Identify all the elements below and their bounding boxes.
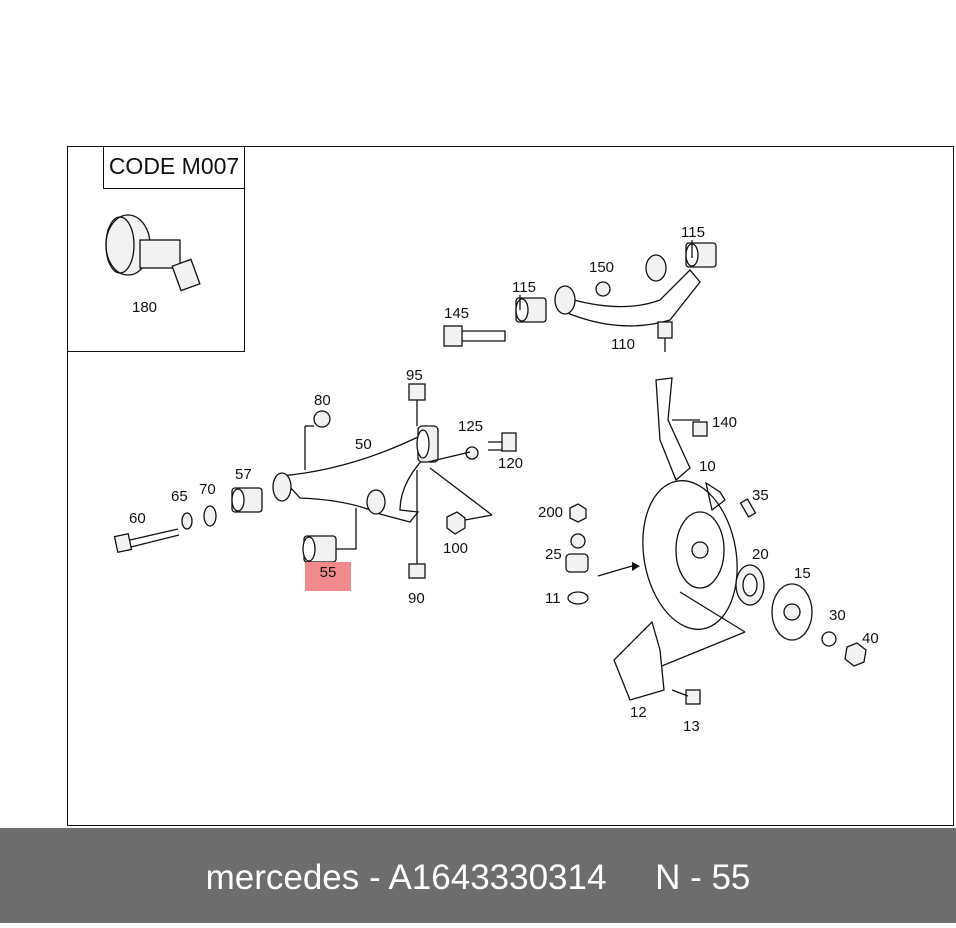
callout-150: 150 (589, 259, 614, 276)
callout-13: 13 (683, 718, 700, 735)
cv-joint-drawing (105, 214, 201, 292)
callout-95: 95 (406, 367, 423, 384)
callout-10: 10 (699, 458, 716, 475)
footer-part-number: A1643330314 (388, 858, 607, 897)
callout-20: 20 (752, 546, 769, 563)
footer-brand: mercedes (205, 858, 360, 897)
callout-25: 25 (545, 546, 562, 563)
callout-200: 200 (538, 504, 563, 521)
highlighted-part-label: 55 (319, 564, 337, 581)
callout-125: 125 (458, 418, 483, 435)
callout-50: 50 (355, 436, 372, 453)
callout-140: 140 (712, 414, 737, 431)
callout-100: 100 (443, 540, 468, 557)
callout-40: 40 (862, 630, 879, 647)
callout-115-left: 115 (512, 279, 536, 296)
callout-145: 145 (444, 305, 469, 322)
callout-12: 12 (630, 704, 647, 721)
lower-control-arm (113, 383, 517, 579)
inset-box (67, 146, 245, 352)
callout-70: 70 (199, 481, 216, 498)
callout-180: 180 (132, 299, 157, 316)
code-label: CODE M007 (103, 146, 245, 189)
callout-60: 60 (129, 510, 146, 527)
callout-15: 15 (794, 565, 811, 582)
callout-115-top: 115 (681, 224, 705, 241)
footer-caption: mercedes - A1643330314 N - 55 (0, 828, 956, 923)
callout-30: 30 (829, 607, 846, 624)
callout-11: 11 (545, 590, 561, 607)
highlighted-part-marker (305, 562, 351, 591)
callout-65: 65 (171, 488, 188, 505)
callout-110: 110 (611, 336, 635, 353)
callout-90: 90 (408, 590, 425, 607)
upper-control-arm (443, 240, 717, 352)
callout-57: 57 (235, 466, 252, 483)
callout-80: 80 (314, 392, 331, 409)
callout-120: 120 (498, 455, 523, 472)
footer-position: N - 55 (655, 858, 751, 897)
footer-separator: - (369, 858, 381, 897)
steering-knuckle-assembly (565, 377, 867, 705)
diagram-frame (67, 146, 954, 826)
callout-35: 35 (752, 487, 769, 504)
footer-bar: mercedes - A1643330314 N - 55 (0, 828, 956, 923)
